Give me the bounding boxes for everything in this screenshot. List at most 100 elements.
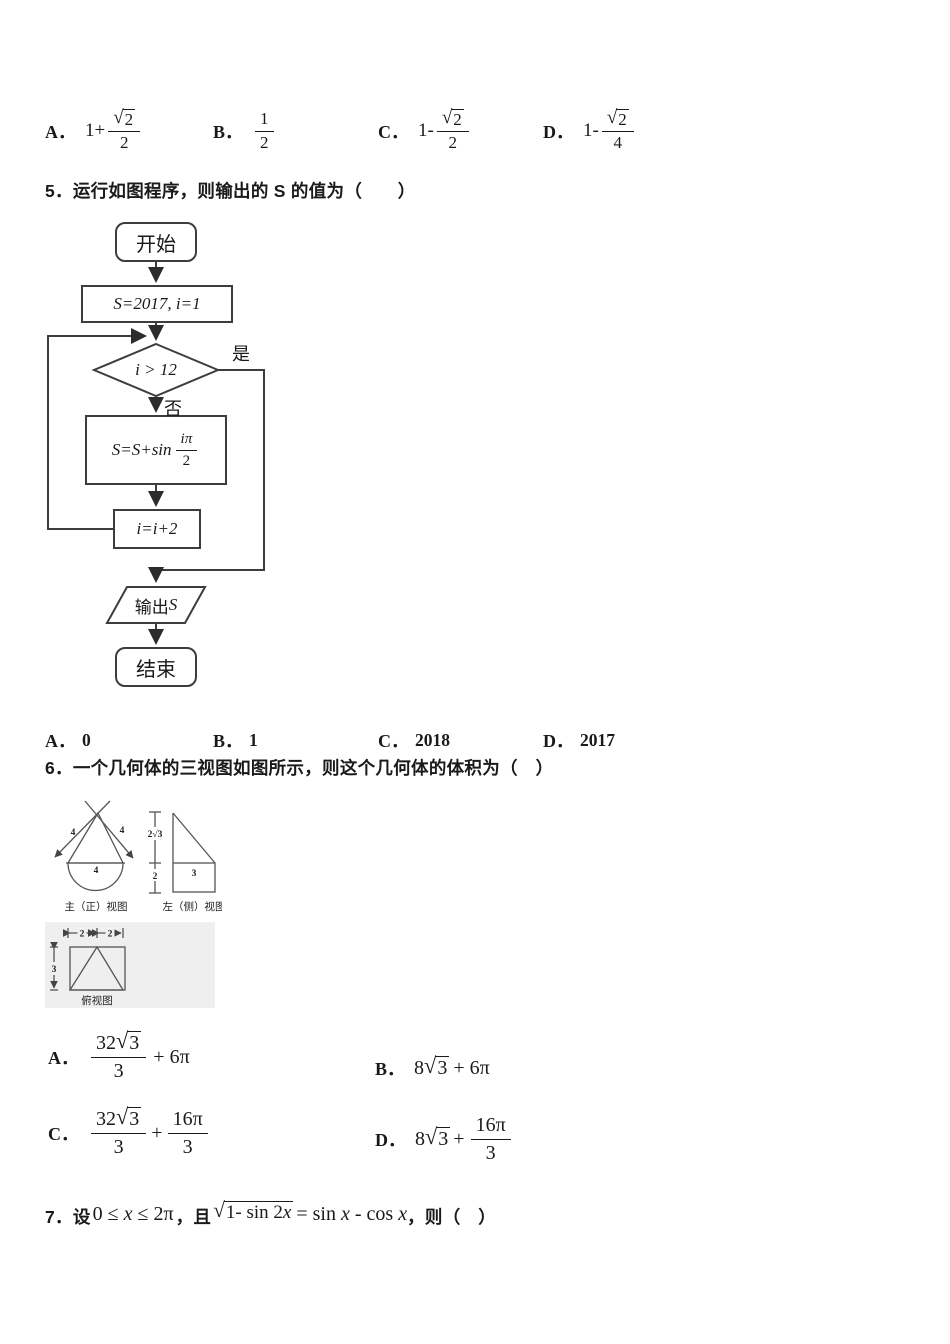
end-label: 结束	[136, 658, 176, 681]
q7-text-3: 则（ ）	[424, 1206, 497, 1227]
option-letter: A．	[48, 1048, 79, 1068]
formula-suffix: + 6π	[153, 1045, 190, 1068]
option-value: 1	[249, 729, 258, 750]
numerator: 1	[255, 109, 274, 132]
three-view-diagram: 4 4 4 主（正）视图 2√3 2 3 左（侧）视图	[45, 800, 223, 1008]
q7-comma-2: ，	[407, 1206, 425, 1227]
radicand: 2	[616, 108, 629, 129]
sqrt-term: √3	[425, 1125, 451, 1151]
init-label: S=2017, i=1	[113, 294, 201, 313]
q6-option-a: A． 32√3 3 + 6π	[48, 1028, 190, 1086]
q7-number: 7．	[45, 1206, 73, 1227]
q7-comma-1: ，	[175, 1206, 194, 1227]
formula-suffix: + 6π	[453, 1056, 490, 1079]
option-letter: D．	[543, 731, 574, 751]
q7-radical: √1- sin 2x	[213, 1197, 294, 1223]
q7-text-1: 设	[72, 1206, 91, 1227]
denominator: 4	[613, 133, 623, 153]
fraction: 16π 3	[470, 1113, 511, 1165]
denominator: 3	[182, 1136, 193, 1158]
option-letter: B．	[375, 1059, 406, 1079]
option-value: 2018	[415, 729, 450, 750]
front-view-label: 主（正）视图	[65, 900, 128, 913]
decision-diamond	[91, 342, 221, 398]
side-triangle-hypotenuse	[172, 812, 216, 864]
denominator: 3	[485, 1142, 496, 1164]
body-fraction: iπ 2	[175, 430, 198, 470]
front-dim-right-value: 4	[120, 826, 125, 836]
option-letter: A．	[45, 731, 76, 751]
fraction: 32√3 3	[91, 1028, 147, 1083]
denominator: 2	[260, 133, 269, 152]
fraction: √2 2	[436, 106, 469, 154]
yes-branch-line	[148, 369, 265, 583]
fraction: √2 2	[108, 108, 141, 154]
radicand: 3	[435, 1056, 450, 1079]
front-dim-line-left	[54, 800, 111, 858]
fraction-1: 32√3 3	[91, 1104, 147, 1159]
body-label: S=S+sin iπ 2	[86, 416, 226, 484]
output-variable: S	[168, 595, 178, 614]
body-box	[85, 415, 227, 485]
option-letter: C．	[48, 1124, 79, 1144]
front-triangle	[66, 811, 125, 864]
top-dim-left-value: 2	[80, 930, 85, 940]
q5-title: 5．运行如图程序，则输出的 S 的值为（ ）	[45, 181, 416, 201]
body-fraction-numerator: iπ	[175, 430, 198, 451]
no-label: 否	[164, 399, 182, 419]
numerator-coefficient: 32	[96, 1108, 116, 1130]
coefficient: 8	[414, 1056, 425, 1079]
option-letter: B．	[213, 731, 244, 751]
sqrt-icon: √	[441, 106, 453, 128]
option-letter: C．	[378, 731, 409, 751]
side-dim-lower-value: 2	[153, 872, 158, 882]
top-view	[50, 928, 126, 991]
top-dim-side-value: 3	[52, 965, 57, 975]
radicand: 3	[127, 1107, 142, 1130]
radicand: 3	[127, 1031, 142, 1054]
front-dim-line-right	[84, 800, 134, 859]
body-fraction-denominator: 2	[182, 453, 191, 469]
front-dim-base-value: 4	[94, 866, 99, 876]
denominator: 3	[113, 1060, 124, 1082]
q7-inequality: 0 ≤ x ≤ 2π	[92, 1202, 174, 1225]
end-box	[115, 647, 197, 687]
sqrt-icon: √	[213, 1197, 225, 1222]
side-view-label: 左（侧）视图	[163, 900, 223, 913]
sqrt-icon: √	[116, 1028, 129, 1054]
top-view-label: 俯视图	[81, 994, 113, 1007]
coefficient: 8	[415, 1127, 425, 1150]
q4-option-b: B． 1 2	[213, 98, 277, 164]
top-triangle	[68, 945, 125, 991]
formula-prefix: 1+	[85, 120, 106, 141]
front-view	[54, 800, 134, 892]
sqrt-icon: √	[116, 1104, 129, 1130]
sqrt-term: √3	[424, 1053, 450, 1080]
start-box	[115, 222, 197, 262]
output-parallelogram	[105, 586, 207, 624]
sqrt-icon: √	[424, 1053, 437, 1079]
increment-label: i=i+2	[136, 519, 178, 538]
top-dim-right-value: 2	[108, 930, 113, 940]
denominator: 2	[448, 133, 458, 153]
numerator: 16π	[470, 1113, 511, 1140]
q5-option-c: C． 2018	[378, 727, 450, 753]
side-dim-upper-value: 2√3	[148, 829, 163, 840]
q7-equation-rhs: = sin x - cos x	[296, 1202, 408, 1225]
q5-option-a: A． 0	[45, 727, 91, 753]
numerator: 16π	[167, 1107, 208, 1134]
front-dim-left-value: 4	[71, 828, 76, 838]
q4-option-a: A． 1+ √2 2	[45, 98, 143, 164]
front-semicircle	[67, 862, 124, 892]
side-rectangle	[172, 862, 216, 893]
fraction: 1 2	[255, 109, 274, 154]
plus-sign: +	[453, 1127, 465, 1150]
denominator: 2	[119, 133, 129, 153]
q6-option-b: B． 8 √3 + 6π	[375, 1048, 490, 1088]
numerator-coefficient: 32	[96, 1032, 116, 1054]
q6-option-c: C． 32√3 3 + 16π 3	[48, 1103, 211, 1163]
three-view-figure: 4 4 4 主（正）视图 2√3 2 3 左（侧）视图	[42, 788, 222, 1014]
condition-label: i > 12	[135, 360, 177, 379]
q5-option-d: D． 2017	[543, 727, 615, 753]
denominator: 3	[113, 1136, 124, 1158]
